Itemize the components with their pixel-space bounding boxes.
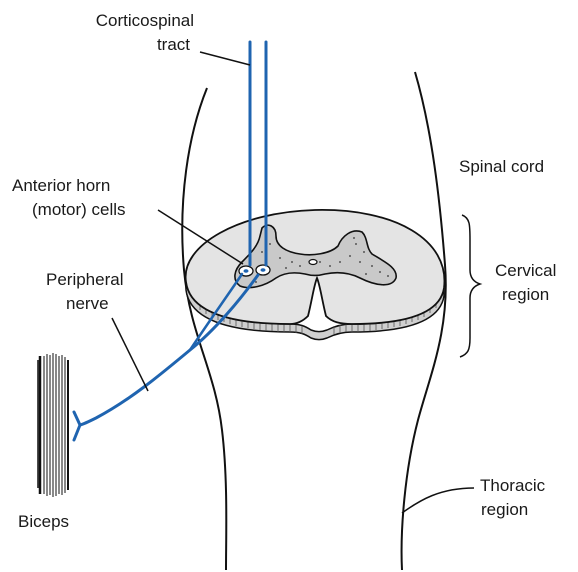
label-thoracic-line2: region: [481, 500, 528, 519]
corticospinal-leader: [200, 52, 250, 65]
label-peripheral-nerve-line2: nerve: [66, 294, 109, 313]
motor-end-plate: [74, 412, 80, 440]
label-anterior-horn-line2: (motor) cells: [32, 200, 126, 219]
label-cervical-line2: region: [502, 285, 549, 304]
label-biceps: Biceps: [18, 512, 69, 531]
biceps-muscle: [38, 353, 68, 497]
central-canal: [309, 260, 317, 265]
thoracic-leader: [402, 488, 474, 513]
peripheral-nerve-leader: [112, 318, 148, 391]
cervical-region-bracket: [460, 215, 480, 357]
label-anterior-horn-line1: Anterior horn: [12, 176, 110, 195]
label-corticospinal-line2: tract: [157, 35, 190, 54]
label-thoracic-line1: Thoracic: [480, 476, 546, 495]
label-cervical-line1: Cervical: [495, 261, 556, 280]
label-spinal-cord: Spinal cord: [459, 157, 544, 176]
label-peripheral-nerve-line1: Peripheral: [46, 270, 124, 289]
label-corticospinal-line1: Corticospinal: [96, 11, 194, 30]
